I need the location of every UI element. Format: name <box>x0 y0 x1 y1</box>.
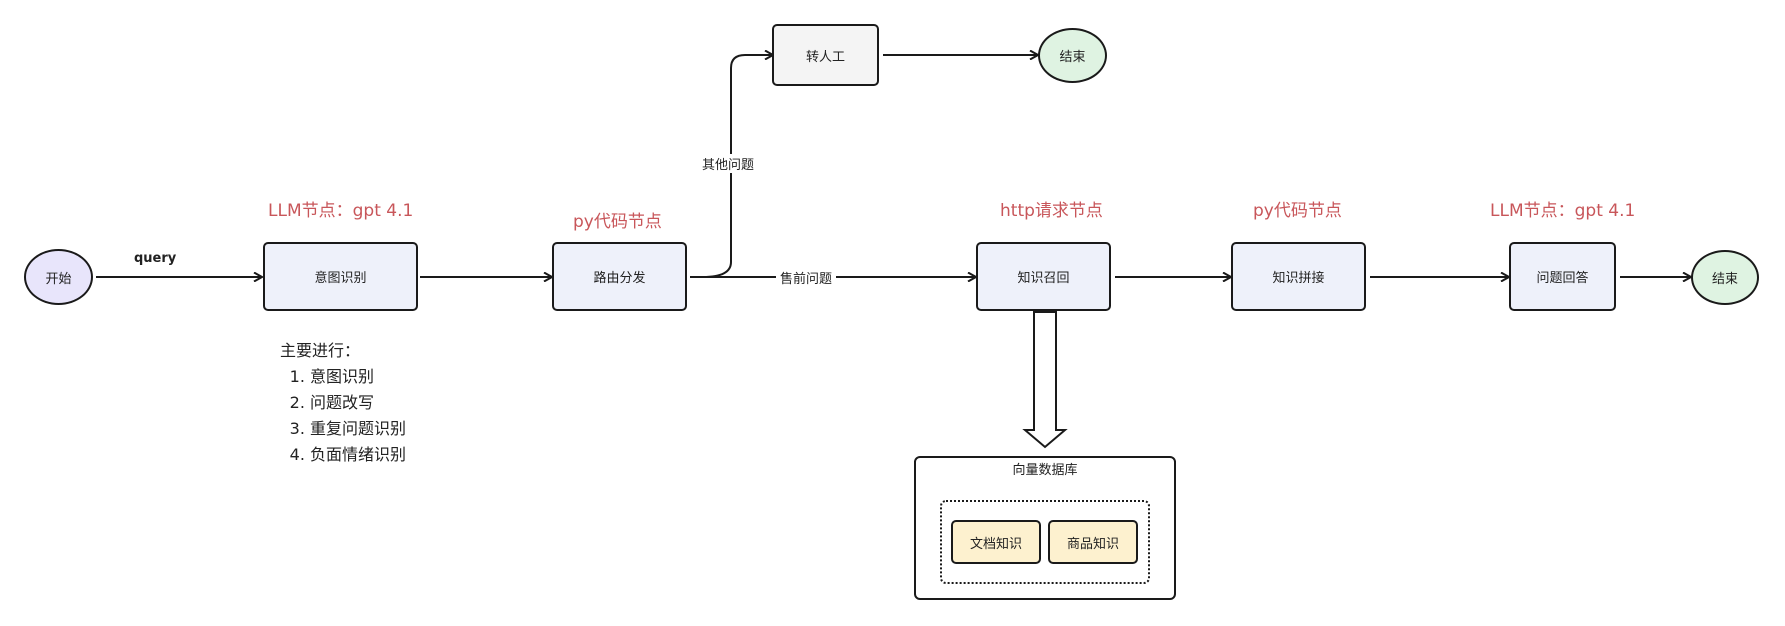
edge-router-human <box>702 55 773 278</box>
kb-doc-node[interactable]: 文档知识 <box>951 520 1041 564</box>
kb-product-label: 商品知识 <box>1066 536 1119 552</box>
notes-item: 问题改写 <box>310 390 406 416</box>
end-main-node-label: 结束 <box>1711 272 1738 287</box>
annotation-answer: LLM节点：gpt 4.1 <box>1490 201 1636 221</box>
end-top-node-label: 结束 <box>1059 50 1086 65</box>
intent-node[interactable]: 意图识别 <box>263 242 418 311</box>
annotation-intent: LLM节点：gpt 4.1 <box>268 201 414 221</box>
edge-recall-db-hollow-arrow <box>1022 311 1068 449</box>
answer-node-label: 问题回答 <box>1536 271 1589 286</box>
annotation-concat: py代码节点 <box>1253 201 1342 221</box>
router-node[interactable]: 路由分发 <box>552 242 687 311</box>
annotation-recall: http请求节点 <box>1000 201 1103 221</box>
notes-list: 意图识别 问题改写 重复问题识别 负面情绪识别 <box>280 364 406 468</box>
recall-node-label: 知识召回 <box>1017 271 1070 286</box>
edge-label-query: query <box>134 251 177 266</box>
edge-label-presale: 售前问题 <box>776 268 837 287</box>
end-main-node[interactable]: 结束 <box>1691 250 1759 305</box>
start-node[interactable]: 开始 <box>24 249 93 305</box>
edge-label-other: 其他问题 <box>698 154 759 173</box>
end-top-node[interactable]: 结束 <box>1038 28 1107 83</box>
answer-node[interactable]: 问题回答 <box>1509 242 1616 311</box>
intent-node-label: 意图识别 <box>314 271 367 286</box>
concat-node[interactable]: 知识拼接 <box>1231 242 1366 311</box>
notes-item: 意图识别 <box>310 364 406 390</box>
notes-item: 负面情绪识别 <box>310 442 406 468</box>
router-node-label: 路由分发 <box>593 271 646 286</box>
notes-title: 主要进行： <box>280 341 361 360</box>
concat-node-label: 知识拼接 <box>1272 271 1325 286</box>
vector-db-group: 文档知识 商品知识 <box>940 500 1150 584</box>
annotation-router: py代码节点 <box>573 212 662 232</box>
vector-db-container[interactable]: 向量数据库 文档知识 商品知识 <box>914 456 1176 600</box>
notes-item: 重复问题识别 <box>310 416 406 442</box>
vector-db-title: 向量数据库 <box>1012 463 1078 478</box>
recall-node[interactable]: 知识召回 <box>976 242 1111 311</box>
start-node-label: 开始 <box>45 271 72 287</box>
kb-doc-label: 文档知识 <box>969 536 1022 552</box>
intent-notes: 主要进行： 意图识别 问题改写 重复问题识别 负面情绪识别 <box>280 338 406 468</box>
human-node-label: 转人工 <box>805 49 845 65</box>
kb-product-node[interactable]: 商品知识 <box>1048 520 1138 564</box>
human-node[interactable]: 转人工 <box>772 24 879 86</box>
